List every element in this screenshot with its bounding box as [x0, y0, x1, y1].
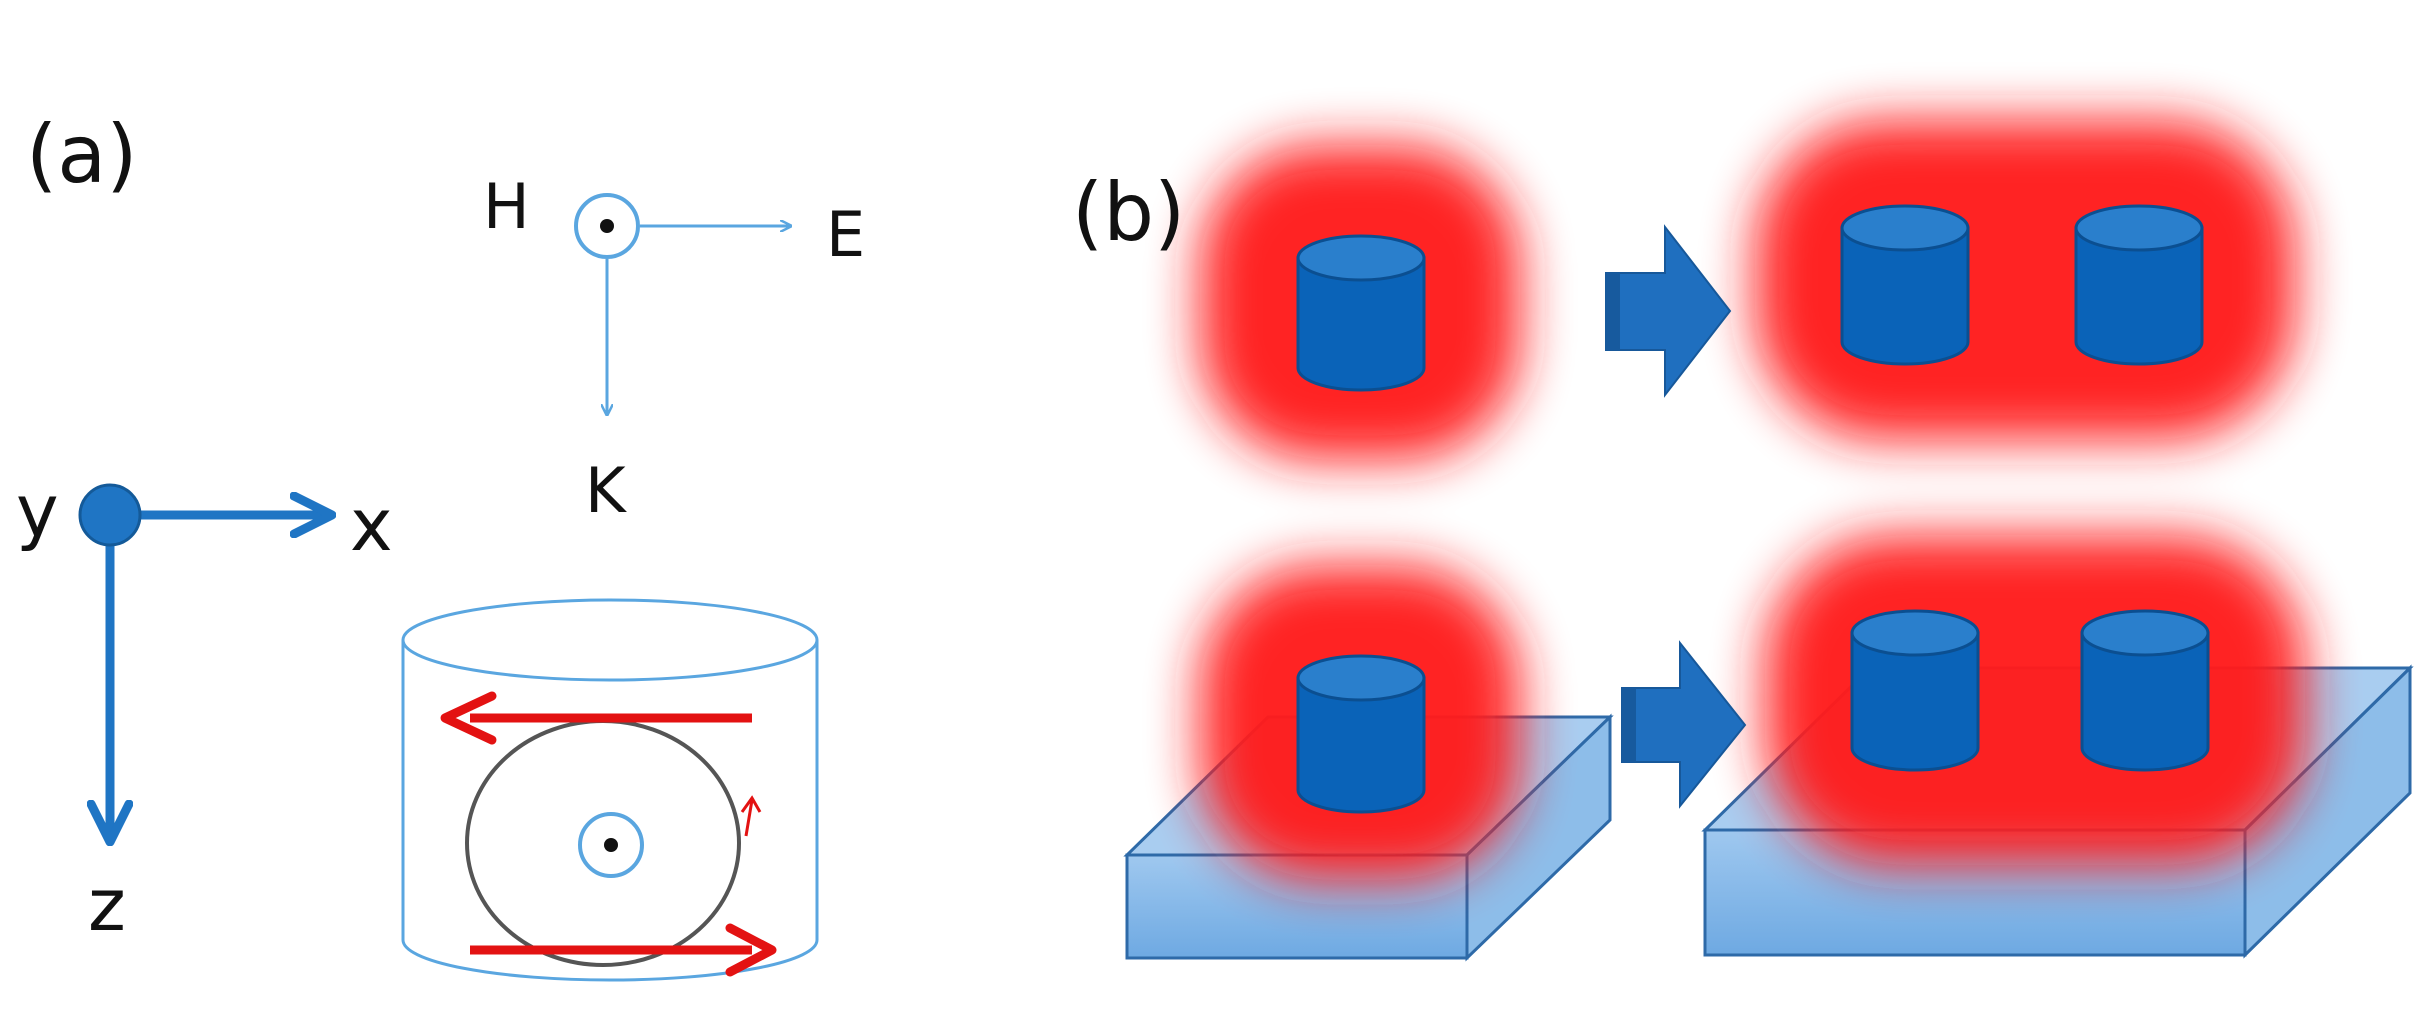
cylinder-bottom-pair-left-body	[1850, 631, 1980, 772]
y-label: y	[16, 469, 59, 553]
bottom-current-arrowhead-icon	[725, 923, 777, 977]
step-arrow-top-icon	[1605, 224, 1732, 398]
cylinder-top-pair-left-body	[1840, 226, 1970, 366]
substrate-right-side	[2243, 664, 2412, 959]
step-arrow-bottom-icon	[1621, 640, 1747, 809]
cylinder-outline	[401, 640, 819, 982]
panel-b-label: (b)	[1072, 166, 1185, 259]
cylinder-top-pair-left-cap	[1840, 204, 1970, 252]
h-label: H	[483, 170, 530, 243]
cylinder-top-rim	[401, 598, 819, 682]
transition-arrow-bottom	[1621, 640, 1747, 809]
cylinder-top-pair-right-body	[2074, 226, 2204, 366]
top-current-arrowhead-icon	[440, 691, 497, 745]
substrate-left-side	[1465, 713, 1612, 962]
center-h-dot	[604, 838, 618, 852]
y-axis-dot-icon	[78, 483, 142, 547]
cylinder-bottom-pair-left-cap	[1850, 609, 1980, 657]
cylinder-top-single-cap	[1296, 234, 1426, 282]
cylinder-bottom-single-cap	[1296, 654, 1426, 702]
cylinder-top-pair-right-cap	[2074, 204, 2204, 252]
cylinder-bottom-pair-right	[2080, 609, 2210, 772]
cylinder-top-single-body	[1296, 256, 1426, 392]
step-arrow-bottom-shade	[1622, 688, 1636, 762]
k-label: K	[585, 454, 627, 527]
z-label: z	[88, 863, 126, 947]
glow-top-pair	[1755, 120, 2295, 440]
transition-arrow-top	[1605, 224, 1732, 398]
cylinder-top-pair-right	[2074, 204, 2204, 366]
cylinder-bottom-pair-right-cap	[2080, 609, 2210, 657]
cylinder-bottom-pair-left	[1850, 609, 1980, 772]
cylinder-bottom-single-body	[1296, 676, 1426, 814]
x-label: x	[350, 483, 393, 567]
panel-a-label: (a)	[26, 108, 137, 201]
h-dot	[600, 219, 614, 233]
cylinder-top-pair-left	[1840, 204, 1970, 366]
cylinder-bottom-single	[1296, 654, 1426, 814]
glow-bottom-pair	[1765, 535, 2305, 865]
cylinder-bottom-pair-right-body	[2080, 631, 2210, 772]
e-label: E	[826, 198, 865, 271]
panel-b: (b)	[1072, 120, 2414, 962]
field-triad: H E K	[483, 170, 865, 527]
loop-direction-arrow-icon	[740, 795, 762, 837]
step-arrow-top-shade	[1606, 273, 1620, 350]
panel-a: (a) H E K y x z	[16, 108, 865, 982]
coordinate-axes: y x z	[16, 469, 393, 947]
cylinder-top-single	[1296, 234, 1426, 392]
dielectric-cylinder	[401, 598, 819, 982]
